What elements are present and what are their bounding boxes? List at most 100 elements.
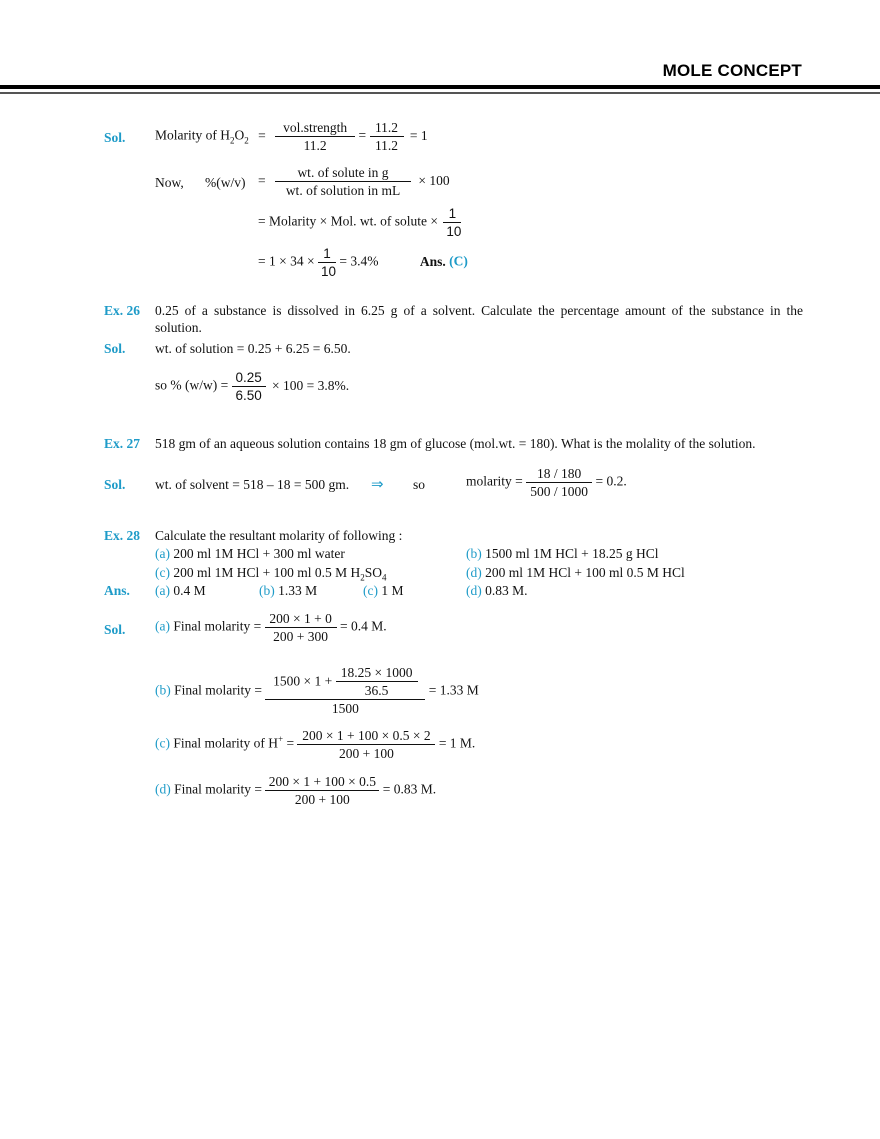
- sol-label: Sol.: [104, 622, 126, 637]
- ex26-sol-l1: wt. of solution = 0.25 + 6.25 = 6.50.: [155, 341, 351, 356]
- numerator: wt. of solute in g: [275, 164, 411, 182]
- answer-a: (a) 0.4 M: [155, 583, 206, 599]
- numerator: 18 / 180: [526, 465, 593, 483]
- text: Final molarity =: [174, 781, 262, 797]
- subscript: 4: [382, 572, 387, 583]
- denominator: 1500: [331, 701, 359, 716]
- result: = 1: [409, 127, 428, 143]
- numerator: 200 × 1 + 0: [264, 610, 337, 628]
- numerator: 18.25 × 1000: [335, 664, 418, 682]
- option-text: SO: [364, 565, 383, 580]
- option-c: (c) 200 ml 1M HCl + 100 ml 0.5 M H2SO4: [155, 565, 387, 583]
- option-key: (b): [466, 546, 482, 561]
- answer-label: Ans.: [104, 583, 130, 598]
- sol-label: Sol.: [104, 130, 126, 145]
- ex26-question-l1: 0.25 of a substance is dissolved in 6.25…: [155, 303, 803, 318]
- denominator: 200 + 100: [339, 746, 394, 761]
- example-label: Ex. 26: [104, 303, 141, 318]
- result: = 3.4%: [339, 253, 379, 269]
- text: molarity =: [466, 473, 523, 489]
- percent-wv-label: %(w/v): [205, 175, 246, 190]
- page-header-title: MOLE CONCEPT: [662, 61, 802, 80]
- text: = Molarity × Mol. wt. of solute ×: [258, 213, 438, 229]
- denominator: 11.2: [303, 138, 327, 153]
- option-text: 1500 ml 1M HCl + 18.25 g HCl: [485, 546, 659, 561]
- text: Final molarity =: [173, 618, 262, 634]
- now-label: Now,: [155, 175, 184, 190]
- numerator: 11.2: [369, 119, 404, 137]
- answer-label: Ans.: [419, 253, 446, 269]
- header-rule-thick: [0, 85, 880, 89]
- result: = 0.2.: [595, 473, 627, 489]
- result: = 0.83 M.: [382, 781, 437, 797]
- text: so % (w/w) =: [155, 377, 229, 393]
- denominator: 11.2: [374, 138, 399, 153]
- option-text: 200 ml 1M HCl + 100 ml 0.5 M HCl: [485, 565, 685, 580]
- sol-b: (b) Final molarity = 1500 × 1 + 18.25 × …: [155, 664, 479, 717]
- option-d: (d) 200 ml 1M HCl + 100 ml 0.5 M HCl: [466, 565, 685, 581]
- numerator: 1: [443, 205, 462, 223]
- numerator: 1: [317, 245, 336, 263]
- ex27-question: 518 gm of an aqueous solution contains 1…: [155, 436, 756, 451]
- equals: =: [358, 127, 367, 143]
- implies-arrow-icon: ⇒: [371, 477, 384, 493]
- sol-c: (c) Final molarity of H+ = 200 × 1 + 100…: [155, 727, 475, 762]
- option-key: (a): [155, 546, 170, 561]
- numerator: 0.25: [231, 369, 266, 387]
- ex28-question: Calculate the resultant molarity of foll…: [155, 528, 403, 543]
- example-label: Ex. 28: [104, 528, 141, 543]
- answer-key: (d): [466, 583, 482, 598]
- result: × 100 = 3.8%.: [271, 377, 350, 393]
- part-key: (c): [155, 735, 170, 751]
- text: O: [234, 127, 245, 143]
- text: × 100: [418, 172, 450, 188]
- result: = 0.4 M.: [339, 618, 387, 634]
- subscript: 2: [360, 572, 365, 583]
- option-b: (b) 1500 ml 1M HCl + 18.25 g HCl: [466, 546, 659, 562]
- option-a: (a) 200 ml 1M HCl + 300 ml water: [155, 546, 345, 562]
- answer-d: (d) 0.83 M.: [466, 583, 528, 599]
- part-key: (a): [155, 618, 170, 634]
- sol-d: (d) Final molarity = 200 × 1 + 100 × 0.5…: [155, 773, 436, 808]
- text: = 1 × 34 ×: [258, 253, 315, 269]
- denominator: 200 + 100: [294, 792, 350, 807]
- numerator: 200 × 1 + 100 × 0.5 × 2: [297, 727, 436, 745]
- denominator: 200 + 300: [273, 629, 329, 644]
- option-text: 200 ml 1M HCl + 300 ml water: [173, 546, 345, 561]
- superscript: +: [277, 734, 284, 745]
- subscript: 2: [230, 135, 235, 146]
- denominator: 10: [320, 264, 336, 279]
- ex26-question-l2: solution.: [155, 320, 202, 335]
- example-label: Ex. 27: [104, 436, 141, 451]
- answer-c: (c) 1 M: [363, 583, 404, 599]
- answer-key: (c): [363, 583, 378, 598]
- numerator: 200 × 1 + 100 × 0.5: [265, 773, 380, 791]
- option-text: 200 ml 1M HCl + 100 ml 0.5 M H: [173, 565, 361, 580]
- subscript: 2: [244, 135, 249, 146]
- sol-label: Sol.: [104, 477, 126, 492]
- denominator: 500 / 1000: [530, 484, 588, 499]
- text: Molarity of H: [155, 127, 230, 143]
- part-key: (d): [155, 781, 171, 797]
- denominator: 6.50: [235, 388, 262, 403]
- text: 1500 × 1 +: [273, 673, 333, 689]
- text: Final molarity =: [174, 682, 262, 698]
- denominator: 10: [446, 224, 462, 239]
